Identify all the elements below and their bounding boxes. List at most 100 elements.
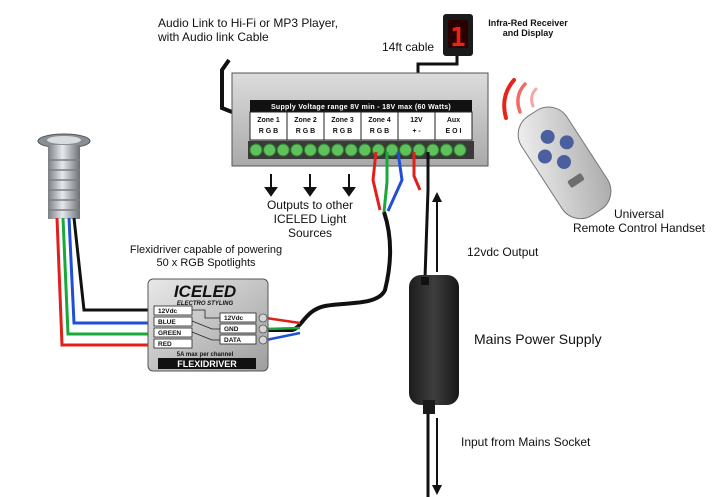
remote-button-bottom-icon bbox=[557, 155, 571, 170]
controller-zone-pins: R G B bbox=[370, 128, 389, 135]
spotlight-red-wire bbox=[55, 217, 148, 347]
terminal-screw-icon bbox=[358, 143, 372, 157]
remote-label-line1: Universal bbox=[613, 207, 664, 221]
controller-terminal-block bbox=[249, 143, 467, 157]
remote-label-line2: Remote Control Handset bbox=[572, 221, 706, 235]
zone4-red-wire bbox=[371, 151, 382, 211]
terminal-screw-icon bbox=[426, 143, 440, 157]
mains-power-supply bbox=[409, 275, 459, 414]
flexidriver-output-terminal bbox=[219, 334, 257, 345]
flexidriver-output-terminal bbox=[219, 312, 257, 323]
controller-zone-name: 12V bbox=[410, 117, 423, 124]
mains-input-label: Input from Mains Socket bbox=[461, 435, 591, 449]
terminal-screw-icon bbox=[263, 143, 277, 157]
terminal-screw-icon bbox=[371, 143, 385, 157]
terminal-screw-icon bbox=[453, 143, 467, 157]
controller-zone-pins: E O I bbox=[446, 128, 462, 135]
mains-input-arrow bbox=[432, 418, 442, 495]
spotlight-blue-wire bbox=[67, 217, 148, 325]
flexidriver-output-label: DATA bbox=[224, 337, 241, 344]
flexidriver-label: Flexidriver capable of powering 50 x RGB… bbox=[108, 244, 304, 270]
controller-zone-pins: R G B bbox=[259, 128, 278, 135]
outputs-label-line1: Outputs to other bbox=[266, 198, 354, 212]
power-black-wire bbox=[423, 152, 430, 279]
terminal-screw-icon bbox=[317, 143, 331, 157]
flexidriver-rating: 5A max per channel bbox=[177, 352, 234, 358]
flexidriver-model: FLEXIDRIVER bbox=[177, 359, 237, 369]
flexidriver-output-label: GND bbox=[224, 326, 239, 333]
flexidriver-output-terminal bbox=[219, 323, 257, 334]
flexidriver-brand: ICELED bbox=[174, 282, 236, 301]
terminal-screw-icon bbox=[399, 143, 413, 157]
audio-link-label-line2: with Audio link Cable bbox=[158, 30, 269, 44]
remote-button-right-icon bbox=[559, 135, 574, 150]
zone4-blue-wire bbox=[386, 151, 404, 212]
spotlight-green-wire bbox=[61, 217, 148, 336]
12vdc-output-label: 12vdc Output bbox=[467, 245, 539, 259]
flexidriver-out-red bbox=[265, 316, 301, 325]
flexidriver-label-line1: Flexidriver capable of powering bbox=[129, 244, 283, 256]
remote-button-left-icon bbox=[537, 149, 552, 164]
ir-receiver-unit: 1 bbox=[443, 14, 473, 56]
mains-supply-label: Mains Power Supply bbox=[474, 331, 602, 347]
terminal-screw-icon bbox=[344, 143, 358, 157]
power-red-wire bbox=[412, 152, 422, 191]
flexidriver-output-label: 12Vdc bbox=[224, 315, 244, 322]
ir-signal-waves bbox=[502, 78, 538, 120]
remote-label: Universal Remote Control Handset bbox=[564, 207, 714, 235]
flexidriver-input-terminal bbox=[153, 338, 193, 349]
remote-control-handset bbox=[517, 106, 612, 220]
rgb-spotlight bbox=[37, 133, 91, 219]
terminal-screw-icon bbox=[303, 143, 317, 157]
terminal-screw-icon bbox=[276, 143, 290, 157]
flexidriver-input-terminal bbox=[153, 327, 193, 338]
controller-zone-pins: R G B bbox=[296, 128, 315, 135]
flexidriver-input-label: 12Vdc bbox=[158, 308, 178, 315]
ir-receiver-cable bbox=[416, 55, 459, 73]
outputs-label-line2: ICELED Light bbox=[273, 212, 347, 226]
audio-link-cable bbox=[220, 58, 233, 114]
controller-voltage-banner: Supply Voltage range 8V min - 18V max (6… bbox=[271, 104, 451, 111]
ir-receiver-label-line2: and Display bbox=[502, 28, 554, 38]
controller-zone-pins: + - bbox=[412, 128, 421, 135]
flexidriver-input-terminal bbox=[153, 316, 193, 327]
zone4-green-wire bbox=[382, 152, 389, 213]
outputs-label: Outputs to other ICELED Light Sources bbox=[249, 198, 371, 240]
ir-receiver-label-line1: Infra-Red Receiver bbox=[488, 18, 568, 28]
flexidriver-input-label: RED bbox=[158, 341, 172, 348]
remote-logo-icon bbox=[567, 173, 585, 188]
ir-display-digit: 1 bbox=[450, 23, 466, 53]
flexidriver-output-screw-icon bbox=[258, 335, 268, 345]
controller-zone-name: Zone 1 bbox=[257, 117, 280, 124]
flexidriver-input-label: GREEN bbox=[158, 330, 181, 337]
terminal-screw-icon bbox=[412, 143, 426, 157]
audio-link-label: Audio Link to Hi-Fi or MP3 Player, with … bbox=[158, 16, 338, 44]
controller-zone-pins: R G B bbox=[333, 128, 352, 135]
terminal-screw-icon bbox=[331, 143, 345, 157]
flexidriver-label-line2: 50 x RGB Spotlights bbox=[156, 257, 256, 269]
rgb-data-cable bbox=[268, 211, 393, 332]
flexidriver-output-screw-icon bbox=[258, 313, 268, 323]
terminal-screw-icon bbox=[290, 143, 304, 157]
flexidriver-out-blue bbox=[265, 331, 301, 342]
flexidriver-tagline: ELECTRO STYLING bbox=[177, 301, 234, 307]
terminal-screw-icon bbox=[385, 143, 399, 157]
audio-link-label-line1: Audio Link to Hi-Fi or MP3 Player, bbox=[158, 16, 339, 30]
controller-zone-name: Zone 3 bbox=[331, 117, 354, 124]
remote-button-top-icon bbox=[540, 129, 555, 144]
flexidriver-input-label: BLUE bbox=[158, 319, 176, 326]
outputs-label-line3: Sources bbox=[287, 226, 333, 240]
cable-length-label: 14ft cable bbox=[382, 40, 435, 54]
controller-box: Supply Voltage range 8V min - 18V max (6… bbox=[231, 72, 489, 167]
controller-zone-name: Aux bbox=[447, 117, 460, 124]
controller-zone-name: Zone 2 bbox=[294, 117, 317, 124]
terminal-screw-icon bbox=[249, 143, 263, 157]
output-arrows bbox=[264, 174, 356, 197]
flexidriver-out-green bbox=[265, 326, 301, 331]
